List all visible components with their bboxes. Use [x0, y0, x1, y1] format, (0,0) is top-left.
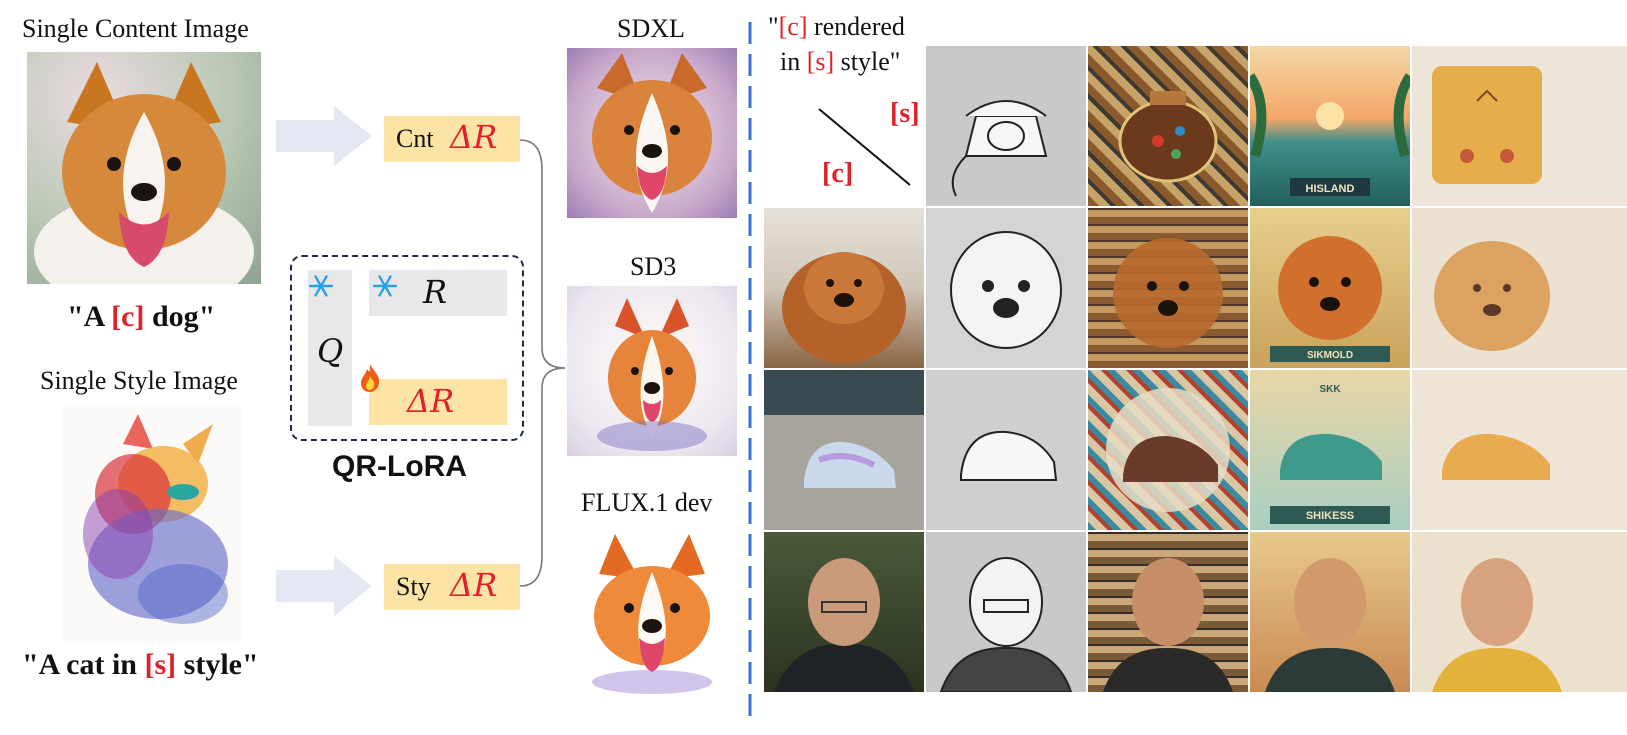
header-in: in — [780, 47, 807, 76]
style-arrow-icon — [276, 556, 372, 616]
chow-mosaic — [1088, 208, 1248, 368]
man-sketch — [926, 532, 1086, 692]
style-watercolor-cat — [63, 404, 241, 644]
grid-header-line1: "[c] rendered — [768, 12, 905, 42]
content-token: [c] — [111, 300, 145, 333]
poster-title-dog: SIKMOLD — [1307, 350, 1353, 361]
merge-connector — [520, 139, 566, 587]
sneaker-poster: SKK SHIKESS — [1250, 370, 1410, 530]
style-ref-sketch — [926, 46, 1086, 206]
fire-icon — [361, 364, 380, 392]
grid-header-line2: in [s] style" — [780, 47, 900, 77]
model-label-flux: FLUX.1 dev — [581, 488, 713, 517]
poster-title-shoe: SHIKESS — [1306, 510, 1354, 522]
snowflake-icon — [308, 275, 334, 297]
content-prompt: "A [c] dog" — [67, 300, 215, 334]
flux-corgi-output — [567, 524, 737, 694]
chow-crayon — [1412, 208, 1627, 368]
delta-r-matrix: ΔR — [369, 379, 507, 425]
header-content-token: [c] — [778, 12, 808, 41]
content-man-photo — [764, 532, 924, 692]
style-axis-label: [s] — [890, 98, 920, 129]
style-ref-mosaic — [1088, 46, 1248, 206]
sneaker-mosaic — [1088, 370, 1248, 530]
style-token: [s] — [144, 648, 177, 681]
section-divider — [748, 22, 752, 722]
style-image-title: Single Style Image — [40, 366, 238, 395]
style-prompt-post: style" — [176, 648, 259, 681]
header-quote: " — [768, 12, 779, 41]
style-delta-r-box: Sty ΔR — [384, 564, 520, 610]
r-matrix: R — [369, 270, 507, 316]
header-style-token: [s] — [806, 47, 835, 76]
diagonal-divider — [818, 108, 911, 186]
style-ref-poster: HISLAND — [1250, 46, 1410, 206]
header-rendered: rendered — [807, 12, 905, 41]
delta-r-symbol: ΔR — [407, 382, 455, 420]
content-axis-label: [c] — [822, 158, 854, 189]
content-prompt-post: dog" — [144, 300, 216, 333]
sneaker-crayon — [1412, 370, 1627, 530]
content-chow-photo — [764, 208, 924, 368]
content-corgi-photo — [27, 52, 261, 284]
poster-title-shoe-top: SKK — [1319, 384, 1341, 395]
snowflake-icon — [372, 275, 398, 297]
model-label-sdxl: SDXL — [617, 14, 685, 43]
qr-lora-diagram: Q R ΔR — [290, 255, 524, 441]
sd3-corgi-output — [567, 286, 737, 456]
sty-delta-r: ΔR — [450, 566, 498, 604]
sdxl-corgi-output — [567, 48, 737, 218]
content-arrow-icon — [276, 106, 372, 166]
man-crayon — [1412, 532, 1627, 692]
man-mosaic — [1088, 532, 1248, 692]
content-image-title: Single Content Image — [22, 14, 249, 43]
style-prompt: "A cat in [s] style" — [22, 648, 259, 682]
sneaker-sketch — [926, 370, 1086, 530]
content-sneaker-photo — [764, 370, 924, 530]
header-style: style" — [834, 47, 901, 76]
q-symbol: Q — [317, 332, 344, 370]
content-prompt-pre: "A — [67, 300, 112, 333]
man-poster — [1250, 532, 1410, 692]
cnt-label: Cnt — [396, 124, 434, 153]
poster-title-top: HISLAND — [1306, 183, 1355, 195]
chow-poster: SIKMOLD — [1250, 208, 1410, 368]
chow-sketch — [926, 208, 1086, 368]
style-prompt-pre: "A cat in — [22, 648, 145, 681]
content-delta-r-box: Cnt ΔR — [384, 116, 520, 162]
cnt-delta-r: ΔR — [450, 118, 498, 156]
sty-label: Sty — [396, 572, 431, 601]
style-ref-crayon — [1412, 46, 1627, 206]
method-name: QR-LoRA — [332, 450, 467, 483]
model-label-sd3: SD3 — [630, 252, 677, 281]
r-symbol: R — [423, 273, 448, 311]
